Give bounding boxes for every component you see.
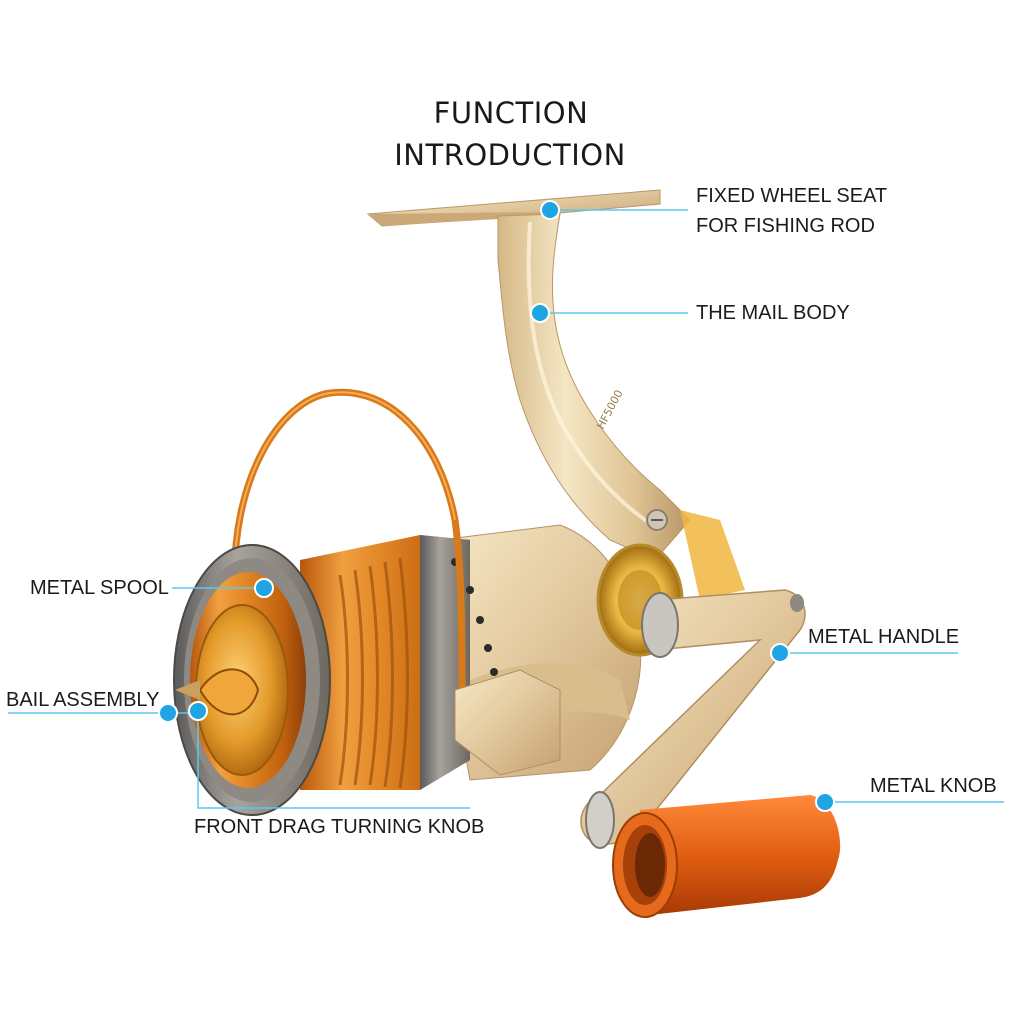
marker-dot-front-drag xyxy=(188,701,208,721)
reel-body-stem: HF5000 xyxy=(497,213,691,561)
model-marking: HF5000 xyxy=(594,388,625,432)
bail-arm-pivot xyxy=(454,669,561,776)
marker-dots xyxy=(158,200,835,812)
label-metal-spool: METAL SPOOL xyxy=(30,577,169,599)
leader-front-drag xyxy=(197,713,470,809)
label-fixed-wheel-seat: FIXED WHEEL SEAT FOR FISHING ROD xyxy=(696,185,888,237)
label-metal-handle: METAL HANDLE xyxy=(808,626,960,648)
reel-handle-arm xyxy=(580,589,806,849)
marker-dot-metal-knob xyxy=(815,792,835,812)
label-bail-assembly: BAIL ASSEMBLY xyxy=(6,689,160,711)
title-line-1: FUNCTION xyxy=(433,96,589,130)
drag-knob xyxy=(175,668,260,716)
label-front-drag: FRONT DRAG TURNING KNOB xyxy=(194,816,485,838)
bail-wire xyxy=(231,388,466,694)
marker-dot-metal-spool xyxy=(254,578,274,598)
marker-dot-main-body xyxy=(530,303,550,323)
marker-dot-fixed-wheel-seat xyxy=(540,200,560,220)
leader-lines xyxy=(8,209,1004,809)
marker-dot-bail-assembly xyxy=(158,703,178,723)
marker-dot-metal-handle xyxy=(770,643,790,663)
title-line-2: INTRODUCTION xyxy=(394,138,626,172)
label-metal-knob: METAL KNOB xyxy=(870,775,997,797)
reel-knob-part xyxy=(612,795,841,918)
label-main-body: THE MAIL BODY xyxy=(696,302,850,324)
